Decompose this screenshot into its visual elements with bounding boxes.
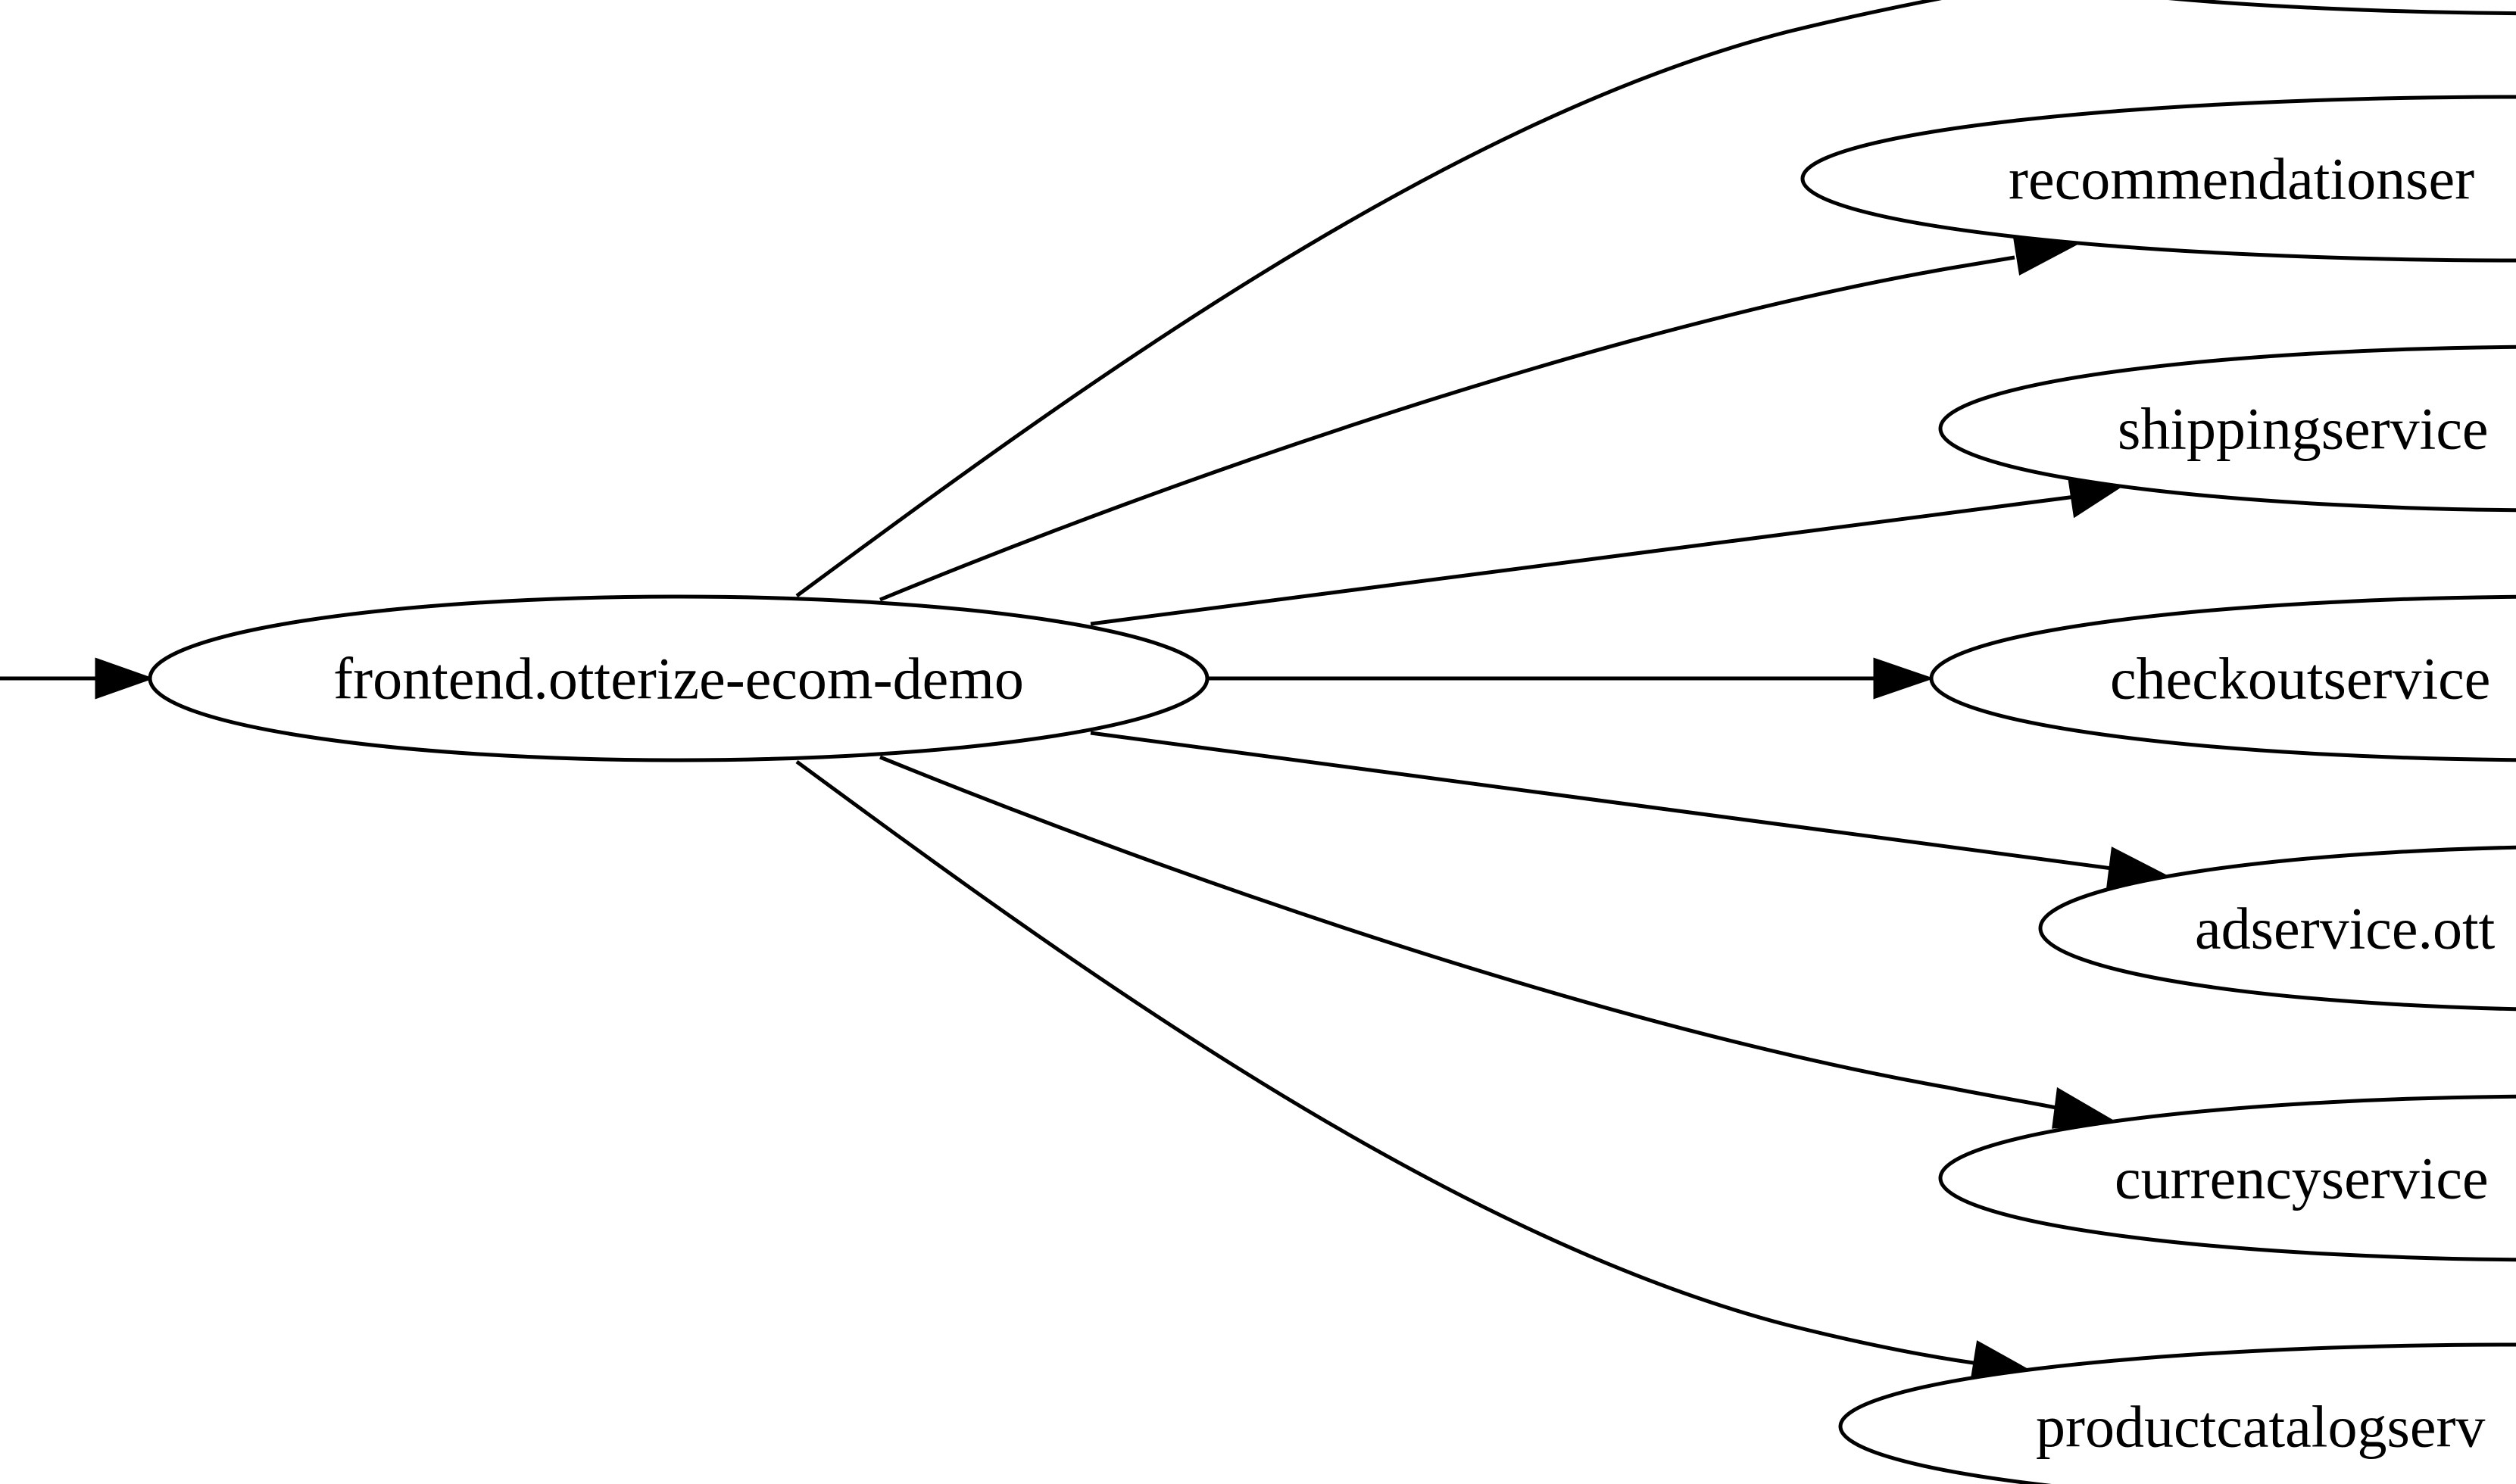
- edge-incoming: [0, 657, 155, 700]
- node-currencyservice[interactable]: currencyservice: [1938, 1094, 2516, 1262]
- edge-to-checkoutservice: [1209, 657, 1934, 700]
- edge-to-currencyservice: [879, 755, 2120, 1129]
- node-checkoutservice[interactable]: checkoutservice: [1929, 594, 2516, 762]
- edge-to-offscreen-top: [795, 0, 1943, 598]
- edge-to-recommendationser: [879, 232, 2078, 602]
- node-frontend[interactable]: frontend.otterize-ecom-demo: [148, 594, 1210, 762]
- node-adservice-label: adservice.ott: [2195, 896, 2496, 962]
- node-productcatalogserv-label: productcatalogserv: [2036, 1394, 2485, 1460]
- node-recommendationser[interactable]: recommendationser: [1800, 95, 2516, 263]
- node-productcatalogserv[interactable]: productcatalogserv: [1838, 1342, 2516, 1484]
- node-frontend-label: frontend.otterize-ecom-demo: [333, 646, 1024, 712]
- edge-to-productcatalogserv: [795, 759, 2036, 1384]
- node-recommendationser-label: recommendationser: [2009, 146, 2474, 212]
- edge-to-shippingservice: [1090, 472, 2133, 626]
- node-adservice[interactable]: adservice.ott: [2038, 845, 2516, 1012]
- node-offscreen-top: [2168, 0, 2516, 16]
- node-shippingservice[interactable]: shippingservice: [1938, 344, 2516, 513]
- node-currencyservice-label: currencyservice: [2115, 1146, 2489, 1211]
- node-checkoutservice-label: checkoutservice: [2110, 646, 2490, 712]
- node-shippingservice-label: shippingservice: [2118, 396, 2489, 462]
- edge-to-adservice: [1090, 731, 2172, 888]
